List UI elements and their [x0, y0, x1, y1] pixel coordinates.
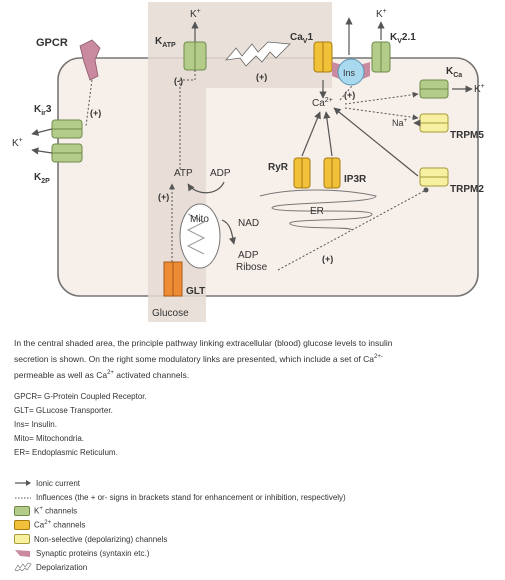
trpm5-channel-icon	[419, 113, 449, 133]
adp-ribose-label-1: ADP	[238, 250, 259, 261]
ca-trpm5-influence	[344, 107, 419, 121]
adp-ribose-label-2: Ribose	[236, 262, 268, 273]
ip3r-ca-arrow	[323, 111, 333, 157]
ip3r-channel-icon	[323, 157, 341, 189]
legend-k-channels: K+ channels	[14, 504, 504, 518]
nonselective-channel-swatch-icon	[14, 534, 30, 544]
depolarization-plus: (+)	[256, 72, 267, 82]
caption-line-2: secretion is shown. On the right some mo…	[14, 353, 383, 364]
ryr-label: RyR	[268, 162, 289, 173]
k2p-label: K2P	[34, 172, 50, 185]
mitochondrion-icon	[179, 203, 221, 269]
ionic-current-arrow-icon	[15, 480, 31, 486]
na-label: Na+	[392, 118, 408, 128]
legend-synaptic: Synaptic proteins (syntaxin etc.)	[14, 546, 504, 560]
k-top-right-label: K+	[376, 8, 387, 20]
er-label: ER	[310, 206, 324, 217]
trpm2-influence-dot	[423, 187, 429, 193]
abbrev-ins: Ins= Insulin.	[14, 420, 57, 429]
k-kca-label: K+	[474, 83, 485, 95]
kv21-channel-icon	[371, 41, 391, 73]
er-icon	[259, 189, 377, 231]
kir3-label: Kir3	[34, 104, 52, 117]
ryr-channel-icon	[293, 157, 311, 189]
caption-line-3: permeable as well as Ca2+ activated chan…	[14, 369, 190, 380]
ca-channel-swatch-icon	[14, 520, 30, 530]
trpm2-label: TRPM2	[450, 184, 484, 195]
cav1-label: CaV1	[290, 32, 313, 45]
ins-label: Ins	[343, 68, 356, 78]
k-left-label: K+	[12, 137, 23, 149]
legend-ionic-current: Ionic current	[14, 476, 504, 490]
kca-label: KCa	[446, 66, 462, 79]
glt-transporter-icon	[163, 261, 183, 297]
legend-influences: Influences (the + or- signs in brackets …	[14, 490, 504, 504]
k2p-k-arrow	[31, 147, 53, 155]
influence-dotted-line-icon	[15, 497, 31, 499]
abbrev-glt: GLT= GLucose Transporter.	[14, 406, 113, 415]
abbrev-mito: Mito= Mitochondria.	[14, 434, 85, 443]
insulin-secretion-diagram: GPCR K+ KATP (-) (+) CaV1 K+ KV2.1 Ins C…	[12, 2, 485, 322]
glucose-label: Glucose	[152, 308, 189, 319]
trpm2-ca-arrow	[333, 107, 419, 177]
ca-kca-influence	[344, 91, 419, 105]
ins-plus: (+)	[344, 90, 355, 100]
glucose-plus: (+)	[158, 192, 169, 202]
katp-label: KATP	[155, 36, 176, 49]
legend: Ionic current Influences (the + or- sign…	[14, 476, 504, 574]
synaptic-protein-swatch-icon	[15, 550, 30, 557]
legend-nonselective: Non-selective (depolarizing) channels	[14, 532, 504, 546]
mito-label: Mito	[190, 214, 209, 225]
kca-channel-icon	[419, 79, 449, 99]
ca-ins-influence	[339, 85, 353, 101]
katp-channel-icon	[183, 41, 207, 71]
cell-membrane	[57, 57, 479, 297]
k-channel-swatch-icon	[14, 506, 30, 516]
kv21-label: KV2.1	[390, 32, 416, 45]
nad-label: NAD	[238, 218, 259, 229]
atp-katp-influence	[179, 70, 196, 170]
caption-line-1: In the central shaded area, the principl…	[14, 338, 393, 348]
depolarization-arrow-icon	[225, 41, 291, 67]
trpm2-channel-icon	[419, 167, 449, 187]
kir3-channel-icon	[51, 119, 83, 139]
adp-atp-cycle-arrow	[187, 181, 225, 194]
k2p-channel-icon	[51, 143, 83, 163]
figure-caption: In the central shaded area, the principl…	[14, 336, 494, 382]
legend-ca-channels: Ca2+ channels	[14, 518, 504, 532]
glt-label: GLT	[186, 286, 205, 297]
nad-adpribose-arrow	[221, 219, 236, 245]
abbrev-gpcr: GPCR= G-Protein Coupled Receptor.	[14, 392, 147, 401]
ca-center-label: Ca2+	[312, 97, 333, 109]
insulin-vesicle-icon	[337, 58, 365, 86]
trpm5-label: TRPM5	[450, 130, 484, 141]
ryr-ca-arrow	[301, 111, 321, 157]
cav1-channel-icon	[313, 41, 333, 73]
abbrev-er: ER= Endoplasmic Reticulum.	[14, 448, 118, 457]
depolarization-swatch-icon	[14, 562, 32, 572]
atp-label: ATP	[174, 168, 193, 179]
gpcr-label: GPCR	[36, 37, 68, 49]
legend-depolarization: Depolarization	[14, 560, 504, 574]
gpcr-receptor-icon	[79, 39, 101, 81]
kir3-plus: (+)	[90, 108, 101, 118]
katp-minus: (-)	[174, 76, 183, 86]
k-top-left-label: K+	[190, 8, 201, 20]
kir3-k-arrow	[31, 128, 53, 136]
adp-label: ADP	[210, 168, 231, 179]
abbreviation-list: GPCR= G-Protein Coupled Receptor. GLT= G…	[14, 390, 494, 460]
bottom-plus: (+)	[322, 254, 333, 264]
ip3r-label: IP3R	[344, 174, 367, 185]
